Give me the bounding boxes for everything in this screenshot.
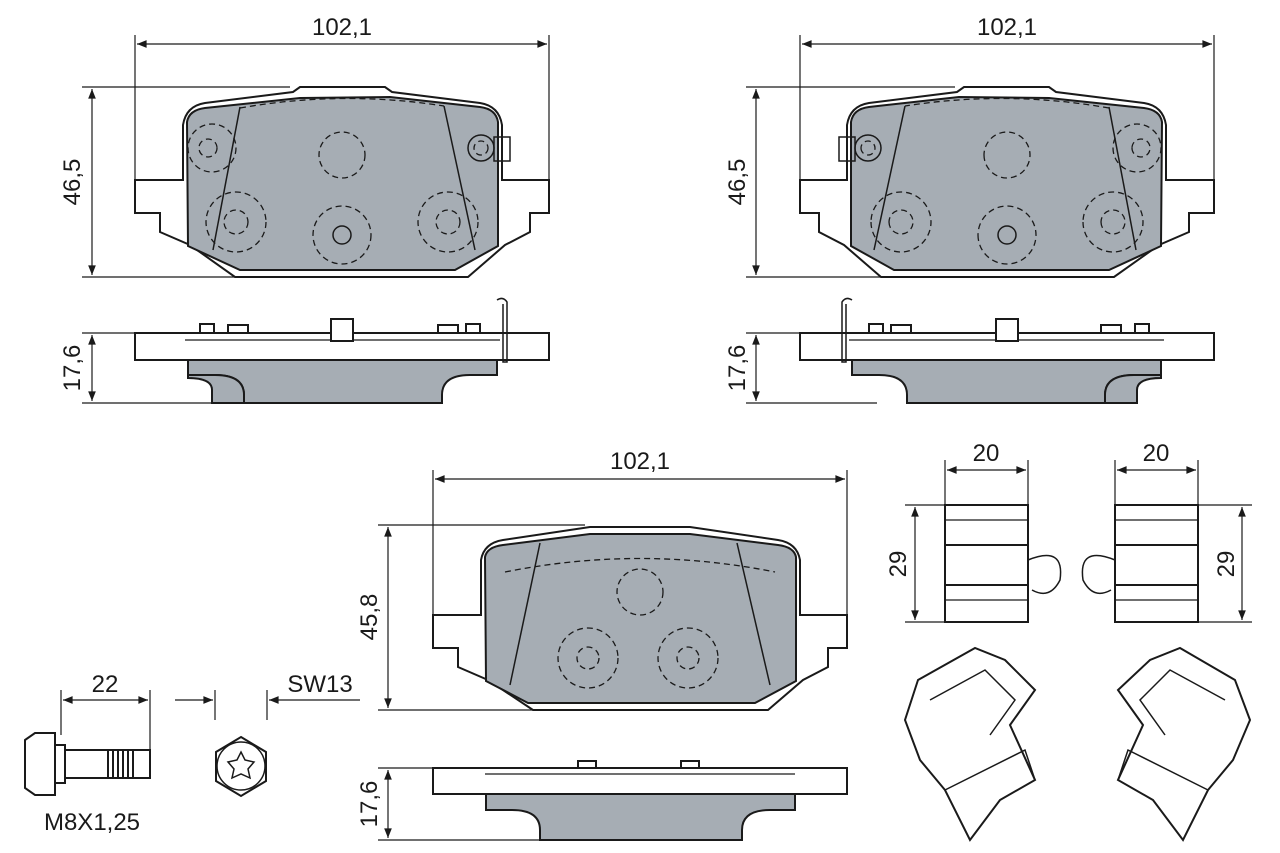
pad-top-right-thickness-label: 17,6 [724, 345, 751, 392]
pad-top-right-front-view [799, 86, 1215, 278]
pad-top-right-side-view [799, 297, 1215, 404]
pad-bottom-front-view [432, 526, 848, 711]
clip-right-isometric-view [1116, 646, 1252, 842]
pad-bottom-side-view [432, 760, 848, 841]
bolt-thread-label: M8X1,25 [44, 809, 140, 836]
pad-top-left-side-view [134, 297, 550, 404]
bolt-side-view [24, 732, 151, 796]
clip-left-height-label: 29 [885, 551, 912, 578]
clip-right-height-label: 29 [1213, 551, 1240, 578]
clip-left-isometric-view [903, 646, 1037, 842]
clip-left-width-label: 20 [973, 440, 1000, 467]
bolt-wrench-size-label: SW13 [287, 671, 352, 698]
dimension-labels: 102,1 46,5 17,6 102,1 46,5 17,6 102,1 45… [44, 14, 1240, 836]
pad-bottom-height-label: 45,8 [356, 594, 383, 641]
pad-top-left-width-label: 102,1 [312, 14, 372, 41]
pad-top-right-height-label: 46,5 [724, 159, 751, 206]
bolt-length-label: 22 [92, 671, 119, 698]
pad-bottom-width-label: 102,1 [610, 448, 670, 475]
pad-top-left-height-label: 46,5 [59, 159, 86, 206]
bolt-head-end-view [215, 735, 267, 798]
pad-top-left-thickness-label: 17,6 [59, 345, 86, 392]
dimension-lines [60, 35, 1252, 841]
pad-bottom-thickness-label: 17,6 [356, 781, 383, 828]
clip-right-width-label: 20 [1143, 440, 1170, 467]
clip-left-front-view [944, 504, 1062, 623]
pad-top-left-front-view [134, 86, 550, 278]
pad-top-right-width-label: 102,1 [977, 14, 1037, 41]
clip-right-front-view [1081, 504, 1199, 623]
